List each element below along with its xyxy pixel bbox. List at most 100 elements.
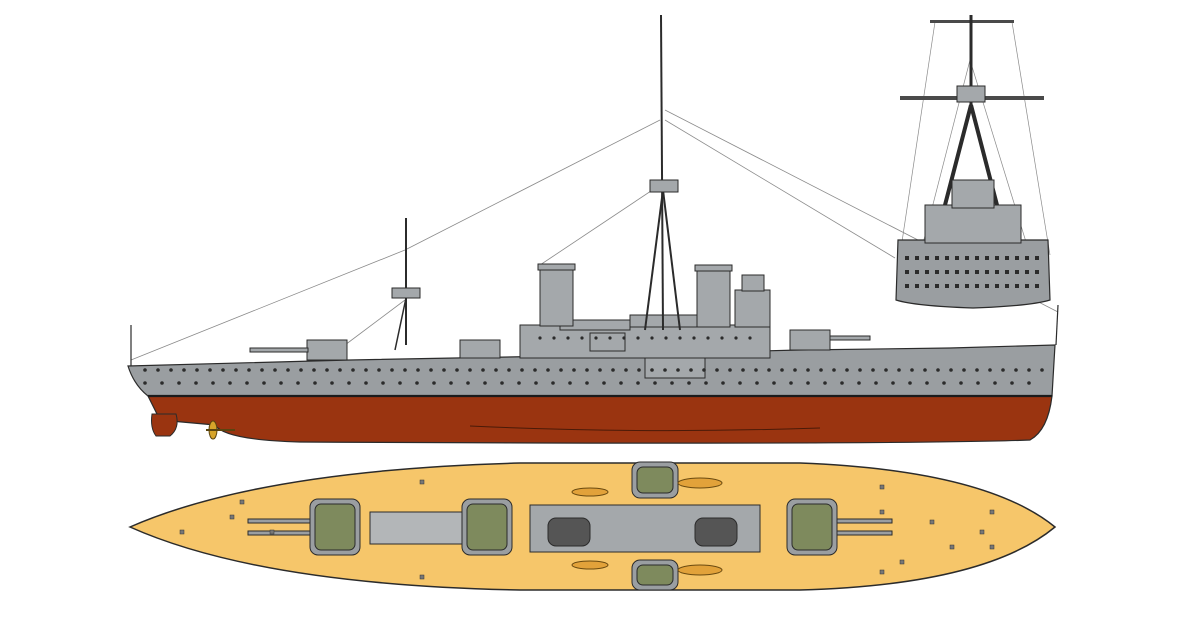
- porthole: [891, 381, 895, 385]
- front-porthole: [1035, 284, 1039, 288]
- deck-fitting: [419, 574, 425, 580]
- porthole: [819, 368, 823, 372]
- porthole: [432, 381, 436, 385]
- deck-turret: [631, 461, 679, 499]
- porthole: [871, 368, 875, 372]
- front-porthole: [955, 256, 959, 260]
- porthole: [1040, 368, 1044, 372]
- deck-fitting: [879, 569, 885, 575]
- porthole: [897, 368, 901, 372]
- front-elevation-view: [895, 15, 1051, 309]
- porthole: [650, 336, 654, 340]
- front-porthole: [1015, 284, 1019, 288]
- porthole: [507, 368, 511, 372]
- porthole: [702, 368, 706, 372]
- porthole: [338, 368, 342, 372]
- porthole: [143, 368, 147, 372]
- deck-fitting: [879, 509, 885, 515]
- deck-fitting: [979, 529, 985, 535]
- deck-fitting: [229, 514, 235, 520]
- fighting-top: [956, 85, 986, 103]
- porthole: [221, 368, 225, 372]
- porthole: [260, 368, 264, 372]
- aft-deckhouse: [369, 511, 476, 545]
- porthole: [925, 381, 929, 385]
- porthole: [975, 368, 979, 372]
- porthole: [663, 368, 667, 372]
- porthole: [637, 368, 641, 372]
- front-porthole: [1035, 256, 1039, 260]
- porthole: [670, 381, 674, 385]
- porthole: [416, 368, 420, 372]
- porthole: [832, 368, 836, 372]
- front-porthole: [935, 270, 939, 274]
- porthole: [1027, 381, 1031, 385]
- porthole: [636, 381, 640, 385]
- porthole: [534, 381, 538, 385]
- rudder: [151, 413, 178, 437]
- porthole: [858, 368, 862, 372]
- front-porthole: [935, 284, 939, 288]
- porthole: [551, 381, 555, 385]
- porthole: [767, 368, 771, 372]
- porthole: [442, 368, 446, 372]
- turret-amidships-aft: [459, 339, 501, 359]
- porthole: [664, 336, 668, 340]
- porthole: [262, 381, 266, 385]
- porthole: [910, 368, 914, 372]
- porthole: [738, 381, 742, 385]
- porthole: [598, 368, 602, 372]
- porthole: [325, 368, 329, 372]
- porthole: [988, 368, 992, 372]
- porthole: [754, 368, 758, 372]
- porthole: [415, 381, 419, 385]
- porthole: [1027, 368, 1031, 372]
- deck-fitting: [239, 499, 245, 505]
- porthole: [650, 368, 654, 372]
- porthole: [520, 368, 524, 372]
- porthole: [636, 336, 640, 340]
- porthole: [780, 368, 784, 372]
- deck-turret: [786, 498, 893, 556]
- front-porthole: [955, 284, 959, 288]
- porthole: [552, 336, 556, 340]
- porthole: [942, 381, 946, 385]
- front-porthole: [1005, 270, 1009, 274]
- front-porthole: [975, 270, 979, 274]
- porthole: [993, 381, 997, 385]
- front-porthole: [905, 256, 909, 260]
- front-porthole: [985, 270, 989, 274]
- porthole: [500, 381, 504, 385]
- porthole: [720, 336, 724, 340]
- porthole: [234, 368, 238, 372]
- deck-fittings: [179, 479, 995, 580]
- porthole: [494, 368, 498, 372]
- front-porthole: [1005, 284, 1009, 288]
- front-porthole: [995, 256, 999, 260]
- front-porthole: [905, 270, 909, 274]
- deck-fitting: [269, 529, 275, 535]
- porthole: [468, 368, 472, 372]
- deck-turret: [461, 498, 513, 556]
- funnels: [537, 263, 733, 328]
- jack-staff: [1055, 304, 1059, 346]
- porthole: [177, 381, 181, 385]
- porthole: [546, 368, 550, 372]
- boats: [571, 477, 723, 576]
- front-porthole: [945, 256, 949, 260]
- porthole: [538, 336, 542, 340]
- porthole: [874, 381, 878, 385]
- porthole: [156, 368, 160, 372]
- porthole: [806, 368, 810, 372]
- propeller: [206, 420, 235, 440]
- porthole: [611, 368, 615, 372]
- porthole: [845, 368, 849, 372]
- front-porthole: [955, 270, 959, 274]
- porthole: [533, 368, 537, 372]
- porthole: [455, 368, 459, 372]
- porthole: [962, 368, 966, 372]
- porthole: [286, 368, 290, 372]
- front-porthole: [915, 284, 919, 288]
- porthole: [364, 381, 368, 385]
